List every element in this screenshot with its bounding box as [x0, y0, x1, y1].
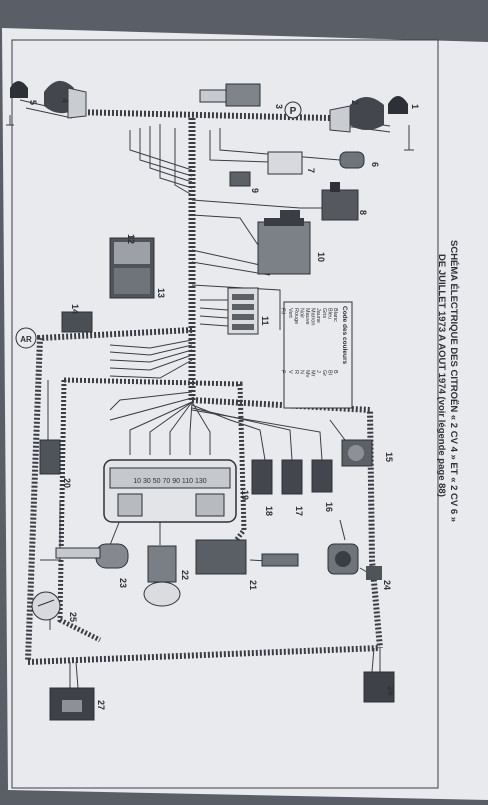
component-number-24: 24 — [382, 580, 392, 590]
component-24-switch — [327, 543, 382, 580]
component-27-rear-lamp — [49, 687, 95, 721]
component-20-switch — [39, 439, 61, 475]
component-number-9: 9 — [250, 188, 260, 193]
component-number-12: 12 — [126, 234, 136, 244]
component-2-headlamp — [329, 97, 384, 133]
component-number-14: 14 — [70, 304, 80, 314]
component-6-sender — [339, 151, 365, 169]
speedometer-scale: 10 30 50 70 90 110 130 — [133, 478, 207, 485]
title-line-2: DE JUILLET 1973 A AOUT 1974 (voir légend… — [436, 254, 447, 497]
paper-sheet — [2, 28, 488, 800]
component-5-horn — [6, 81, 28, 126]
legend-color-name: Bleu — [326, 308, 332, 319]
component-number-16: 16 — [324, 502, 334, 512]
component-number-19: 19 — [240, 490, 250, 500]
component-21-ignition — [195, 539, 299, 575]
svg-text:AR: AR — [20, 335, 32, 344]
component-14-relay — [61, 311, 93, 333]
component-1-horn — [388, 96, 414, 151]
component-number-4: 4 — [60, 98, 70, 103]
component-8-coil — [321, 182, 359, 221]
component-number-1: 1 — [410, 104, 420, 109]
legend-color-code: J — [315, 370, 321, 373]
legend-color-name: Vert — [287, 308, 293, 318]
component-number-18: 18 — [264, 506, 274, 516]
legend-color-name: Jaune — [315, 308, 321, 323]
diagram-title: SCHÉMA ÉLECTRIQUE DES CITROËN « 2 CV 4 »… — [436, 240, 459, 522]
component-number-3: 3 — [274, 104, 284, 109]
legend-fil-label: Fil — [280, 308, 286, 314]
legend-color-code: Mr — [310, 370, 316, 377]
legend-color-code: R — [293, 370, 299, 374]
legend-header: Code des couleurs — [341, 306, 348, 365]
component-number-26: 26 — [386, 686, 396, 696]
component-number-25: 25 — [68, 612, 78, 622]
legend-color-code: Bl — [326, 370, 332, 375]
component-number-11: 11 — [260, 316, 270, 326]
legend-color-name: Rouge — [293, 308, 299, 324]
legend-color-code: Gr — [321, 370, 327, 376]
component-25-fuel-gauge — [31, 591, 61, 621]
component-number-5: 5 — [28, 100, 38, 105]
component-number-2: 2 — [350, 100, 360, 105]
badge-ar: AR — [15, 327, 37, 349]
color-legend: Code des couleurs BlancBBleuBlGrisGrJaun… — [280, 301, 353, 409]
legend-color-code: B — [332, 370, 338, 374]
component-number-17: 17 — [294, 506, 304, 516]
title-line-1: SCHÉMA ÉLECTRIQUE DES CITROËN « 2 CV 4 »… — [448, 240, 459, 522]
component-number-21: 21 — [248, 580, 258, 590]
legend-color-name: Gris — [321, 308, 327, 318]
component-23-switch — [55, 543, 129, 569]
component-number-27: 27 — [96, 700, 106, 710]
component-16-switch — [311, 459, 333, 493]
component-9-switch — [229, 171, 251, 187]
component-7-regulator — [267, 151, 303, 175]
component-number-23: 23 — [118, 578, 128, 588]
legend-color-name: Blanc — [332, 308, 338, 322]
component-15-starter — [341, 439, 373, 467]
component-number-13: 13 — [156, 288, 166, 298]
component-number-10: 10 — [316, 252, 326, 262]
legend-color-code: V — [287, 370, 293, 374]
legend-color-code: N — [298, 370, 304, 374]
component-10-alternator — [257, 210, 311, 275]
component-number-8: 8 — [358, 210, 368, 215]
component-number-22: 22 — [180, 570, 190, 580]
main-harness — [25, 109, 383, 665]
page-border — [11, 39, 439, 789]
component-3-connector — [199, 83, 261, 107]
component-11-fuse-box — [227, 287, 259, 335]
legend-color-name: Mauve — [304, 308, 310, 325]
legend-color-code: Mv — [304, 370, 310, 378]
component-17-switch — [281, 459, 303, 495]
component-number-20: 20 — [62, 478, 72, 488]
component-number-7: 7 — [306, 168, 316, 173]
component-26-rear-lamp — [363, 671, 395, 703]
component-number-6: 6 — [370, 162, 380, 167]
legend-fil-code: F — [280, 370, 286, 374]
legend-color-name: Noir — [298, 308, 304, 318]
legend-color-name: Marron — [310, 308, 316, 325]
component-22-motor — [143, 545, 181, 607]
component-19-instrument-panel: 10 30 50 70 90 110 130 — [103, 459, 237, 523]
component-12-13-junction — [109, 237, 155, 299]
wires — [19, 99, 391, 689]
component-18-switch — [251, 459, 273, 495]
svg-text:P: P — [290, 106, 297, 117]
component-4-headlamp — [44, 80, 87, 119]
component-number-15: 15 — [384, 452, 394, 462]
badge-p: P — [284, 101, 302, 119]
